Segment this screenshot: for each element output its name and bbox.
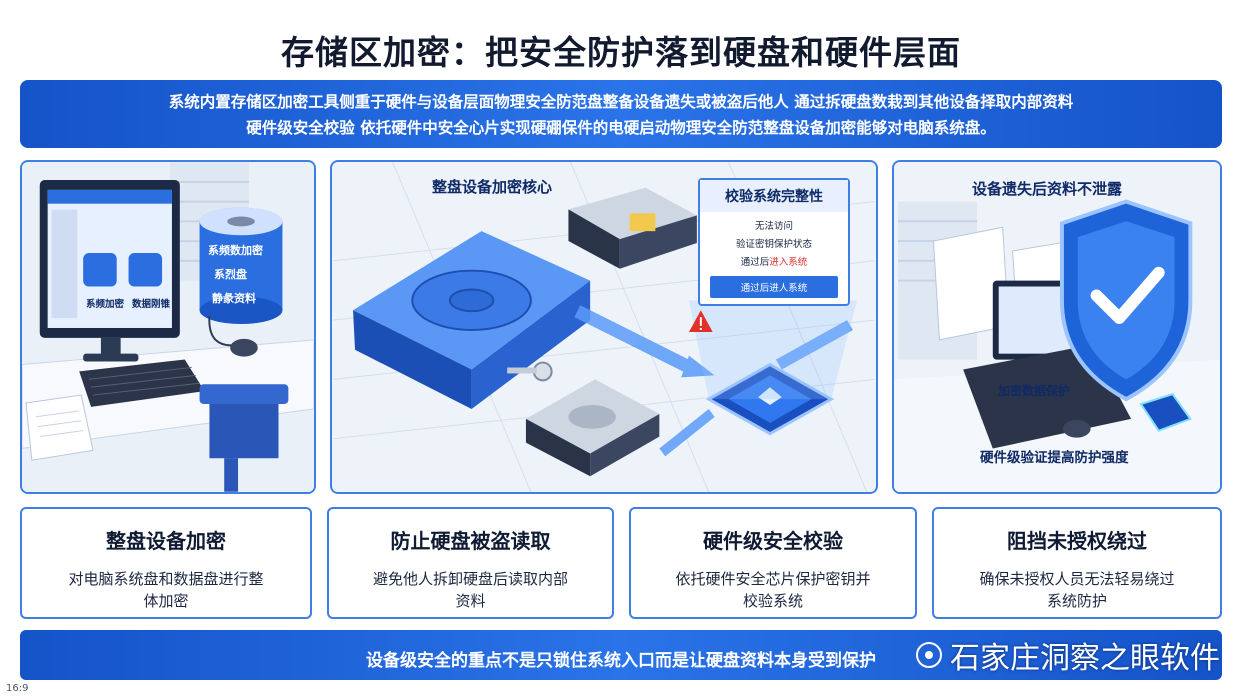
popup-line-3-prefix: 通过后: [740, 257, 770, 268]
laptop-screen-text: 加密数据保护: [998, 384, 1071, 398]
intro-banner: 系统内置存储区加密工具侧重于硬件与设备层面物理安全防范盘整备设备遗失或被盗后他人…: [20, 80, 1222, 148]
disk-label-2: 系烈盘: [214, 268, 247, 281]
hard-drive-bottom: [525, 379, 660, 477]
integrity-popup: 校验系统完整性 无法访问 验证密钥保护状态 通过后进入系统 通过后进人系统: [698, 178, 850, 306]
footer-text: 设备级安全的重点不是只锁住系统入口而是让硬盘资料本身受到保护: [366, 651, 876, 671]
illustration-desk-panel: 系频加密 数据刚锥 系频数加密 系烈盘 静彖资料: [20, 160, 316, 494]
page-title: 存储区加密：把安全防护落到硬盘和硬件层面: [281, 33, 961, 72]
card-title: 阻挡未授权绕过: [1007, 529, 1147, 553]
core-encryption-illustration: [333, 162, 875, 492]
shield-check-icon: [1059, 199, 1193, 402]
watermark-text: 石家庄洞察之眼软件: [950, 641, 1220, 676]
watermark-logo-icon: [916, 642, 942, 668]
shield-illustration: [894, 162, 1220, 492]
desk-illustration: [22, 162, 314, 492]
card-title: 整盘设备加密: [106, 529, 226, 553]
illustration-core-panel: 整盘设备加密核心 校验系统完整性 无法访问 验证密钥保护状态 通过后进入系统 通…: [330, 160, 878, 494]
feature-card-block-bypass: 阻挡未授权绕过 确保未授权人员无法轻易绕过系统防护: [932, 507, 1222, 619]
disk-label-1: 系频数加密: [208, 244, 263, 257]
popup-line-3: 通过后进入系统: [700, 254, 848, 268]
feature-card-disk-encryption: 整盘设备加密 对电脑系统盘和数据盘进行整体加密: [20, 507, 312, 619]
summary-footer: 设备级安全的重点不是只锁住系统入口而是让硬盘资料本身受到保护: [20, 630, 1222, 680]
card-title: 防止硬盘被盗读取: [390, 529, 551, 553]
hard-drive-top: [568, 187, 697, 269]
card-body: 确保未授权人员无法轻易绕过系统防护: [979, 570, 1175, 610]
feature-card-hardware-verify: 硬件级安全校验 依托硬件安全芯片保护密钥并校验系统: [629, 507, 917, 619]
app-icon-label-2: 数据刚锥: [132, 299, 171, 310]
disk-label-3: 静彖资料: [212, 292, 256, 305]
alert-icon: [688, 310, 713, 332]
flow-arrows: [574, 305, 853, 457]
enter-system-button[interactable]: 通过后进人系统: [710, 276, 838, 298]
app-icon-label-1: 系频加密: [86, 299, 125, 310]
key-icon: [507, 361, 553, 382]
card-body: 避免他人拆卸硬盘后读取内部资料: [372, 570, 568, 610]
card-title: 硬件级安全校验: [703, 529, 843, 553]
card-body: 对电脑系统盘和数据盘进行整体加密: [68, 570, 264, 610]
security-chip: [688, 300, 857, 436]
popup-title: 校验系统完整性: [700, 180, 848, 212]
encrypted-drive-illustration: [353, 231, 591, 410]
core-heading: 整盘设备加密核心: [432, 178, 553, 196]
shield-heading: 设备遗失后资料不泄露: [972, 180, 1123, 198]
illustration-shield-panel: 设备遗失后资料不泄露 加密数据保护 硬件级验证提高防护强度: [892, 160, 1222, 494]
banner-line-2: 硬件级安全校验 依托硬件中安全心片实现硬硼保件的电硬启动物理安全防范整盘设备加密…: [246, 119, 996, 137]
hardware-verify-label: 硬件级验证提高防护强度: [980, 450, 1129, 466]
aspect-ratio-label: 16:9: [6, 683, 29, 694]
popup-line-1: 无法访问: [754, 221, 793, 232]
encrypted-disk-stack: [199, 207, 283, 325]
feature-card-prevent-theft: 防止硬盘被盗读取 避免他人拆卸硬盘后读取内部资料: [327, 507, 614, 619]
banner-line-1: 系统内置存储区加密工具侧重于硬件与设备层面物理安全防范盘整备设备遗失或被盗后他人…: [168, 93, 1074, 111]
watermark: 石家庄洞察之眼软件: [914, 633, 1220, 677]
card-body: 依托硬件安全芯片保护密钥并校验系统: [675, 570, 871, 610]
popup-line-3-red: 进入系统: [769, 257, 808, 268]
popup-line-2: 验证密钥保护状态: [735, 239, 812, 250]
